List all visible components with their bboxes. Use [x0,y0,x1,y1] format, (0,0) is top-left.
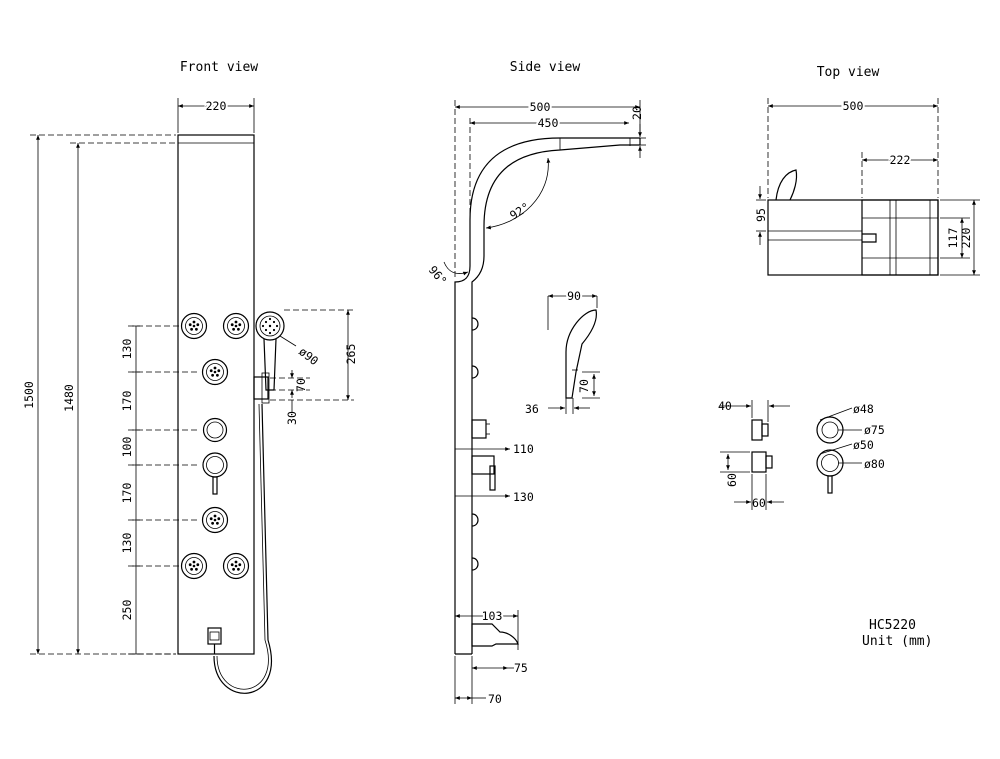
dim-side-spout-offset: 75 [514,661,528,675]
body-jet [180,552,208,580]
dim-handshower-width: 90 [567,289,581,303]
large-knob-side [751,451,767,473]
front-view: 220 1500 1480 130 170 100 170 130 250 [22,97,358,694]
side-view-title: Side view [510,60,581,75]
dim-handshower-height: 70 [577,379,591,393]
dim-side-panel-depth: 70 [488,692,502,706]
dim-front-height-panel: 1480 [62,384,76,412]
dim-side-depth-arm: 450 [538,116,559,130]
dim-small-knob-outer: ø75 [864,423,885,437]
side-spout [471,623,519,647]
body-jet [180,312,208,340]
dim-jet-spacing-1: 130 [120,339,134,360]
dim-handshower-dia: ø90 [296,344,321,368]
dim-holder-range: 265 [344,344,358,365]
dim-jet-spacing-2: 170 [120,391,134,412]
dim-large-knob-width: 60 [752,496,766,510]
dim-top-panel-width: 220 [959,228,973,249]
side-panel-profile [454,137,640,654]
model-code: HC5220 [869,618,916,633]
side-view: 500 450 20 92° 96° 110 130 103 75 70 [426,98,646,706]
dim-side-spout-depth: 103 [482,609,503,623]
handshower-holder [253,376,269,400]
dim-top-head-width: 222 [890,153,911,167]
dim-side-head-thickness: 20 [630,106,644,120]
dim-large-knob-inner: ø50 [853,438,874,452]
small-knob-side [751,419,763,441]
dim-side-knob-depth-1: 110 [513,442,534,456]
top-view-title: Top view [817,65,880,80]
dim-jet-spacing-4: 170 [120,483,134,504]
dim-jet-spacing-3: 100 [120,437,134,458]
front-view-title: Front view [180,60,258,75]
dim-front-height-total: 1500 [22,381,36,409]
body-jet [222,312,250,340]
shower-hose [213,403,272,694]
dim-top-depth-total: 500 [843,99,864,113]
side-diverter-knob [471,419,487,439]
body-jet [201,506,229,534]
diverter-knob [202,417,228,443]
dim-large-knob-outer: ø80 [864,457,885,471]
mixer-lever [202,452,228,495]
dim-side-knob-depth-2: 130 [513,490,534,504]
top-view: 500 222 95 117 220 [754,97,980,276]
dim-top-arm-thickness: 95 [754,208,768,222]
dim-small-knob-depth: 40 [718,399,732,413]
dim-holder-height: 70 [294,378,308,392]
dim-front-width: 220 [206,99,227,113]
body-jet [201,358,229,386]
dim-handshower-tip: 36 [525,402,539,416]
handshower-side-detail: 90 70 36 [525,287,600,416]
dim-side-arm-angle: 92° [507,200,532,223]
dim-small-knob-inner: ø48 [853,402,874,416]
dim-large-knob-depth: 60 [725,473,739,487]
dim-side-depth-total: 500 [530,100,551,114]
hose-outlet [207,627,222,654]
knob-details: 40 ø48 ø75 60 60 ø50 ø80 [718,399,885,510]
body-jet [222,552,250,580]
dim-jet-spacing-5: 130 [120,533,134,554]
dim-holder-offset: 30 [285,411,299,425]
unit-label: Unit (mm) [862,634,932,649]
side-mixer-lever [471,455,495,475]
top-panel [767,199,939,276]
dim-bottom-offset: 250 [120,600,134,621]
dim-top-head-depth: 117 [946,228,960,249]
